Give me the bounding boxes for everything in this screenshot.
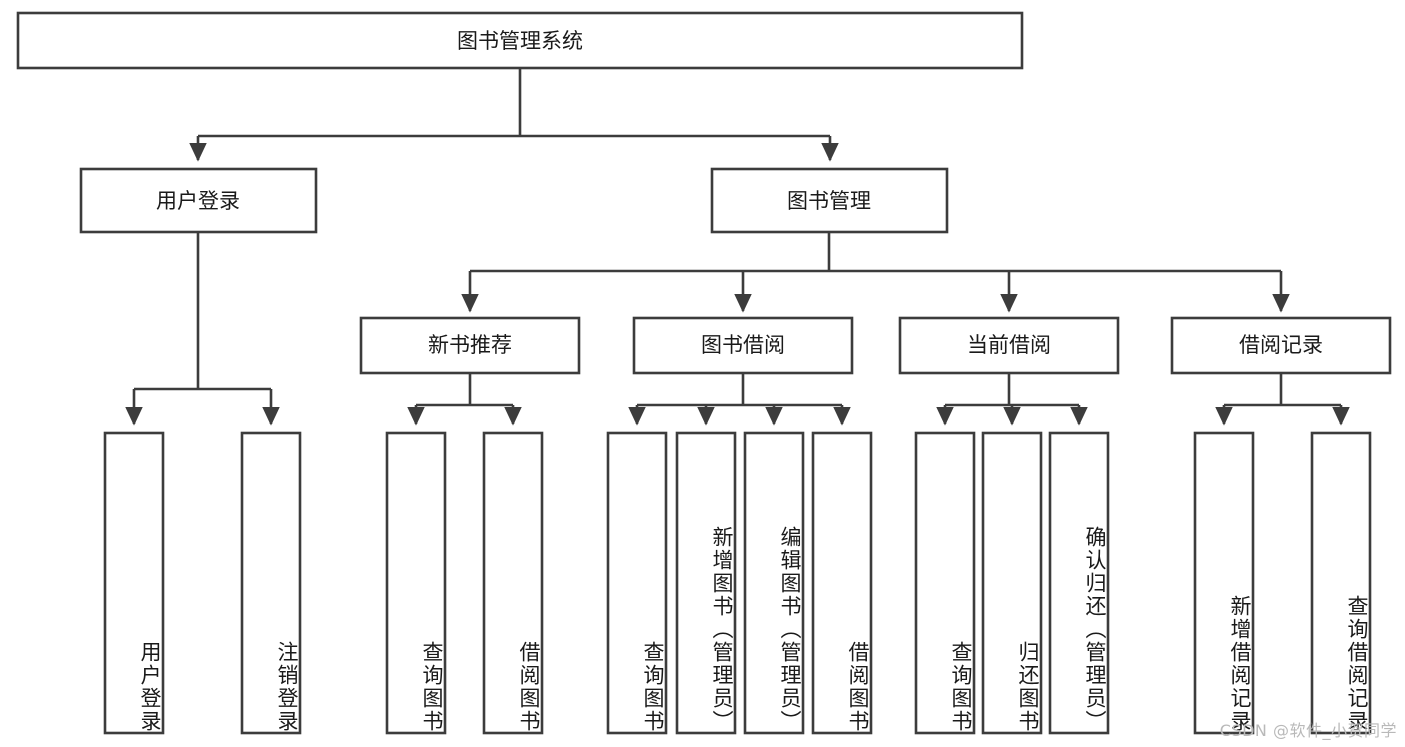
node-borrow-record[interactable]: 借阅记录 xyxy=(1170,316,1392,375)
leaf-box-add-book[interactable] xyxy=(675,431,737,735)
node-book-management[interactable]: 图书管理 xyxy=(710,167,949,234)
leaf-box-query-book-2[interactable] xyxy=(606,431,668,735)
connector-current-borrow-to-leaves xyxy=(936,373,1088,426)
node-book-borrow-label: 图书借阅 xyxy=(701,333,785,357)
leaf-box-borrow-book-2[interactable] xyxy=(811,431,873,735)
leaf-box-return-book[interactable] xyxy=(981,431,1043,735)
node-new-book-recommend-label: 新书推荐 xyxy=(428,333,512,357)
node-root[interactable]: 图书管理系统 xyxy=(16,11,1024,70)
leaf-box-query-borrow-record[interactable] xyxy=(1310,431,1372,735)
node-root-label: 图书管理系统 xyxy=(457,29,583,53)
connector-user-login-to-leaves xyxy=(125,232,280,426)
node-book-management-label: 图书管理 xyxy=(787,189,871,213)
leaf-box-query-book-3[interactable] xyxy=(914,431,976,735)
connector-book-borrow-to-leaves xyxy=(628,373,851,426)
node-current-borrow-label: 当前借阅 xyxy=(967,333,1051,357)
node-user-login-label: 用户登录 xyxy=(156,189,240,213)
node-current-borrow[interactable]: 当前借阅 xyxy=(898,316,1120,375)
csdn-watermark: CSDN @软件_小贺同学 xyxy=(1219,721,1397,740)
node-borrow-record-label: 借阅记录 xyxy=(1239,333,1323,357)
leaf-box-edit-book[interactable] xyxy=(743,431,805,735)
leaf-box-borrow-book-1[interactable] xyxy=(482,431,544,735)
connector-borrow-record-to-leaves xyxy=(1215,373,1350,426)
node-user-login[interactable]: 用户登录 xyxy=(79,167,318,234)
node-book-borrow[interactable]: 图书借阅 xyxy=(632,316,854,375)
leaf-box-add-borrow-record[interactable] xyxy=(1193,431,1255,735)
connector-root-to-level2 xyxy=(189,68,839,162)
leaf-box-user-login[interactable] xyxy=(103,431,165,735)
leaf-box-logout[interactable] xyxy=(240,431,302,735)
leaf-box-query-book-1[interactable] xyxy=(385,431,447,735)
connector-new-book-recommend-to-leaves xyxy=(407,373,522,426)
node-new-book-recommend[interactable]: 新书推荐 xyxy=(359,316,581,375)
connector-book-management-to-level3 xyxy=(461,232,1290,313)
leaf-box-confirm-return[interactable] xyxy=(1048,431,1110,735)
